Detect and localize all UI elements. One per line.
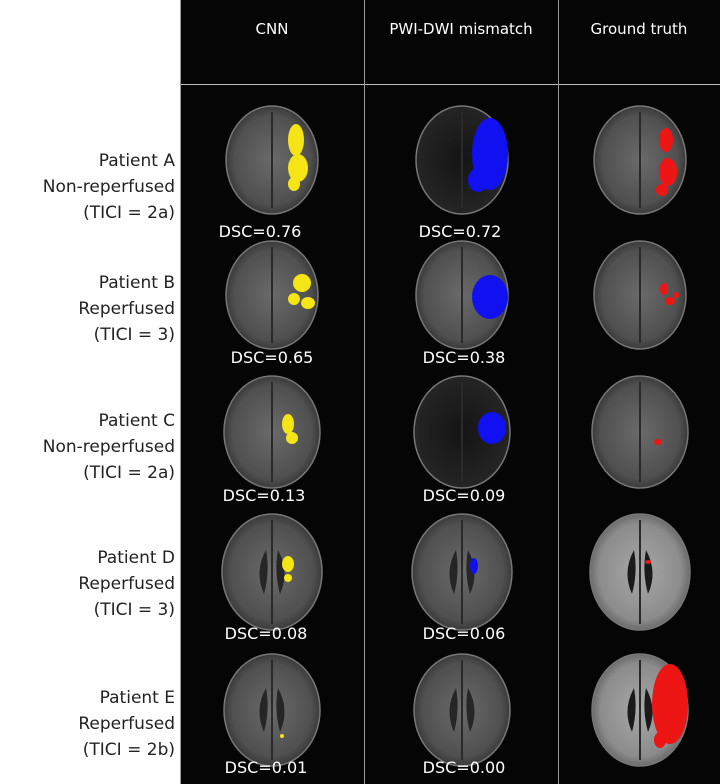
dsc-mismatch: DSC=0.06 [422, 624, 506, 643]
lesion-overlay-mismatch [478, 412, 506, 444]
panel-left-border [180, 0, 181, 784]
brain-ventricle [627, 550, 636, 594]
row-label-patient-b: Patient B Reperfused (TICI = 3) [0, 270, 175, 348]
patient-status: Non-reperfused [42, 177, 175, 197]
patient-status: Reperfused [78, 714, 175, 734]
lesion-overlay-ground-truth [652, 664, 688, 744]
lesion-overlay-cnn [293, 274, 311, 292]
lesion-overlay-cnn [284, 574, 292, 582]
patient-name: Patient A [98, 151, 175, 171]
dsc-mismatch: DSC=0.00 [422, 758, 506, 777]
lesion-overlay-ground-truth [673, 292, 679, 298]
lesion-overlay-ground-truth [660, 283, 668, 295]
header-divider [180, 84, 720, 85]
dsc-mismatch: DSC=0.38 [422, 348, 506, 367]
lesion-overlay-ground-truth [654, 732, 666, 748]
lesion-overlay-ground-truth [659, 128, 673, 152]
patient-tici: (TICI = 3) [93, 600, 175, 620]
patient-name: Patient B [98, 273, 175, 293]
column-header-ground-truth: Ground truth [590, 20, 688, 38]
brain-ventricle [259, 688, 268, 732]
brain-ventricle [627, 688, 636, 732]
patient-tici: (TICI = 2a) [83, 463, 175, 483]
dsc-mismatch: DSC=0.72 [418, 222, 502, 241]
row-label-patient-a: Patient A Non-reperfused (TICI = 2a) [0, 148, 175, 226]
column-divider [558, 0, 559, 784]
lesion-overlay-cnn [288, 124, 304, 156]
row-label-patient-c: Patient C Non-reperfused (TICI = 2a) [0, 408, 175, 486]
dsc-cnn: DSC=0.13 [222, 486, 306, 505]
column-divider [364, 0, 365, 784]
lesion-overlay-mismatch [470, 558, 478, 574]
row-label-patient-e: Patient E Reperfused (TICI = 2b) [0, 685, 175, 763]
brain-ventricle [259, 550, 268, 594]
column-header-cnn: CNN [255, 20, 289, 38]
lesion-overlay-mismatch [468, 168, 488, 192]
lesion-overlay-cnn [282, 414, 294, 434]
patient-name: Patient D [97, 548, 175, 568]
patient-tici: (TICI = 2b) [82, 740, 175, 760]
patient-status: Reperfused [78, 299, 175, 319]
lesion-overlay-mismatch [472, 275, 508, 319]
lesion-overlay-ground-truth [654, 439, 662, 445]
row-label-patient-d: Patient D Reperfused (TICI = 3) [0, 545, 175, 623]
brain-ventricle [276, 688, 285, 732]
patient-tici: (TICI = 2a) [83, 203, 175, 223]
brain-ventricle [644, 688, 653, 732]
dsc-cnn: DSC=0.76 [218, 222, 302, 241]
brain-ventricle [466, 688, 475, 732]
lesion-overlay-cnn [288, 177, 300, 191]
lesion-overlay-cnn [301, 297, 315, 309]
lesion-overlay-cnn [288, 293, 300, 305]
dsc-cnn: DSC=0.01 [224, 758, 308, 777]
brain-ventricle [449, 550, 458, 594]
lesion-overlay-ground-truth [645, 560, 651, 564]
patient-tici: (TICI = 3) [93, 325, 175, 345]
patient-name: Patient E [99, 688, 175, 708]
patient-name: Patient C [98, 411, 175, 431]
lesion-overlay-cnn [288, 154, 308, 182]
lesion-overlay-cnn [282, 556, 294, 572]
dsc-cnn: DSC=0.65 [230, 348, 314, 367]
dsc-mismatch: DSC=0.09 [422, 486, 506, 505]
lesion-overlay-cnn [280, 734, 284, 738]
brain-ventricle [449, 688, 458, 732]
lesion-overlay-ground-truth [659, 158, 677, 186]
lesion-overlay-cnn [286, 432, 298, 444]
dsc-cnn: DSC=0.08 [224, 624, 308, 643]
patient-status: Reperfused [78, 574, 175, 594]
column-header-mismatch: PWI-DWI mismatch [389, 20, 533, 38]
patient-status: Non-reperfused [42, 437, 175, 457]
lesion-overlay-ground-truth [656, 184, 668, 196]
lesion-overlay-ground-truth [665, 297, 675, 305]
